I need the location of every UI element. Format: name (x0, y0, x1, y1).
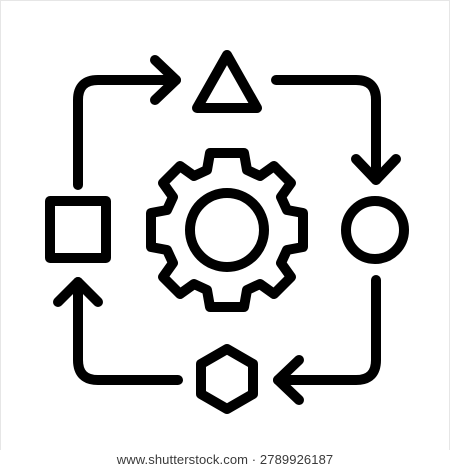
gear-outline (146, 148, 308, 312)
gear-icon (146, 148, 308, 312)
square-icon (45, 196, 111, 263)
arrow-top-left-icon (73, 75, 181, 190)
gear-hub (185, 188, 269, 272)
arrowhead-left-icon (273, 355, 304, 405)
arrow-bottom-left-icon (73, 277, 183, 385)
arrow-bottom-right-icon (273, 275, 381, 385)
arrowhead-up-icon (53, 277, 103, 307)
watermark-footer: www.shutterstock.com · 2789926187 (0, 450, 450, 470)
watermark-text: www.shutterstock.com · 2789926187 (116, 452, 334, 467)
hexagon-icon (196, 344, 258, 414)
arrow-top-right-icon (271, 75, 381, 185)
circle-icon (341, 196, 409, 264)
arrowhead-right-icon (150, 55, 181, 105)
workflow-cycle-icon (45, 50, 409, 414)
triangle-icon (192, 50, 262, 113)
arrowhead-down-icon (351, 154, 401, 185)
